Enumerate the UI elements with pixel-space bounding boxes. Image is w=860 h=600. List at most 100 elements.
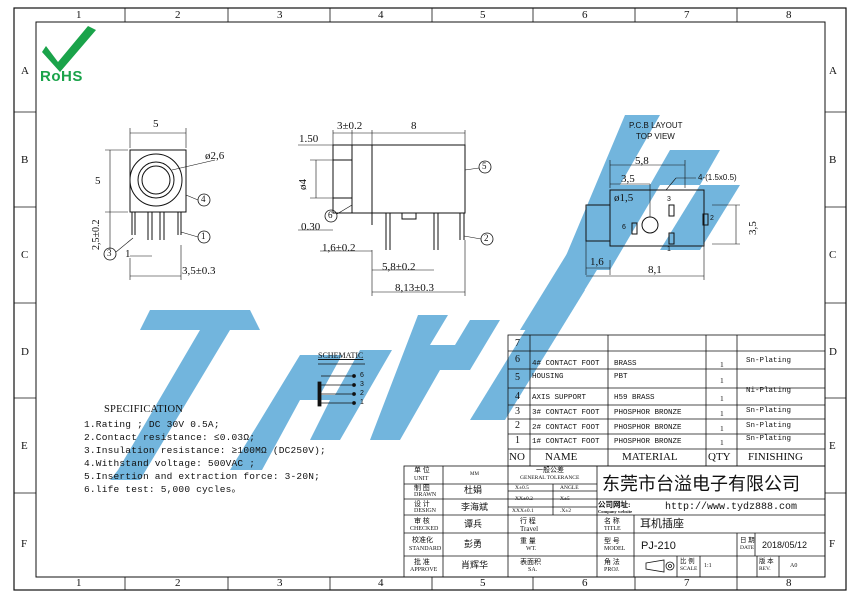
dim-1-6: 1,6±0.2 xyxy=(322,242,356,254)
tb-design-val: 李海斌 xyxy=(461,502,489,512)
bom-qty: 1 xyxy=(720,424,724,433)
tb-proj-cn: 角 法 xyxy=(604,558,620,566)
tb-tolerance-en: GENERAL TOLERANCE xyxy=(520,475,580,481)
outer-frame xyxy=(13,7,847,591)
zone-row-b: B xyxy=(21,154,29,166)
bom-name: 2# CONTACT FOOT xyxy=(532,424,600,432)
bom-qty: 1 xyxy=(720,376,724,385)
pcb-layout-title: P.C.B LAYOUT xyxy=(629,121,683,130)
dim-5-8: 5,8±0.2 xyxy=(382,261,416,273)
company-website: http://www.tydz888.com xyxy=(665,502,798,513)
pcb-dim-3-5: 3,5 xyxy=(621,173,635,185)
rohs-logo-text: RoHS xyxy=(40,68,83,85)
tb-tol-x: X±0.5 xyxy=(515,485,529,491)
zone-row-e: E xyxy=(21,440,28,452)
tb-tol-xx: XX±0.2 xyxy=(515,496,533,502)
tb-model-en: MODEL xyxy=(604,546,626,552)
bom-name: 4# CONTACT FOOT xyxy=(532,360,600,368)
bom-no: 1 xyxy=(515,435,520,446)
zone-row-b-right: B xyxy=(829,154,837,166)
dim-8-13: 8,13±0.3 xyxy=(395,282,435,294)
tb-date-val: 2018/05/12 xyxy=(762,540,808,550)
front-view xyxy=(103,128,216,280)
pcb-pin-1: 1 xyxy=(667,246,671,253)
schematic-pin-3: 3 xyxy=(360,381,364,388)
bom-name: 3# CONTACT FOOT xyxy=(532,409,600,417)
tb-checked-val: 谭兵 xyxy=(464,519,483,529)
zone-col-3-bottom: 3 xyxy=(277,577,283,589)
tb-standard-val: 彭勇 xyxy=(464,539,483,549)
tb-scale-val: 1:1 xyxy=(704,563,712,569)
spec-item: 3.Insulation resistance: ≥100MΩ (DC250V)… xyxy=(84,445,326,456)
bom-qty: 1 xyxy=(720,394,724,403)
dim-3: 3±0.2 xyxy=(337,120,363,132)
dim-dia-4: ø4 xyxy=(297,179,309,190)
pcb-layout-subtitle: TOP VIEW xyxy=(636,132,675,141)
zone-col-6-bottom: 6 xyxy=(582,577,588,589)
bom-qty: 1 xyxy=(720,438,724,447)
bom-material: BRASS xyxy=(614,360,637,368)
pcb-pin-3: 3 xyxy=(667,196,671,203)
zone-col-4-bottom: 4 xyxy=(378,577,384,589)
bom-material: H59 BRASS xyxy=(614,394,655,402)
tb-model-val: PJ-210 xyxy=(641,540,676,552)
pcb-dim-3-5-vertical: 3,5 xyxy=(747,221,759,235)
zone-row-e-right: E xyxy=(829,440,836,452)
bom-no: 4 xyxy=(515,391,520,402)
tb-travel-cn: 行 程 xyxy=(520,517,536,525)
tb-drawn-en: DRAWN xyxy=(414,492,437,498)
projection-symbol xyxy=(645,559,675,573)
bom-header-name: NAME xyxy=(545,451,578,463)
tb-finish-cn: 表面积 xyxy=(520,558,541,566)
dim-8: 8 xyxy=(411,120,417,132)
tb-tol-xxx: XXX±0.1 xyxy=(512,508,534,514)
spec-item: 6.life test: 5,000 cycles。 xyxy=(84,484,242,495)
bom-no: 7 xyxy=(515,338,520,349)
zone-col-8-bottom: 8 xyxy=(786,577,792,589)
tb-rev-en: REV. xyxy=(759,566,771,572)
schematic-pin-1: 1 xyxy=(360,399,364,406)
bom-material: PHOSPHOR BRONZE xyxy=(614,409,682,417)
bom-header-material: MATERIAL xyxy=(622,451,678,463)
bom-finishing: Sn-Plating xyxy=(746,435,792,443)
tb-standard-en: STANDARD xyxy=(409,546,442,552)
bom-no: 5 xyxy=(515,372,520,383)
zone-col-1: 1 xyxy=(76,9,82,21)
tb-checked-en: CHECKED xyxy=(410,526,439,532)
dim-width-5: 5 xyxy=(153,118,159,130)
tb-approve-cn: 批 准 xyxy=(414,558,430,566)
zone-col-1-bottom: 1 xyxy=(76,577,82,589)
pcb-dim-dia-1-5: ø1,5 xyxy=(614,192,634,204)
tb-title-en: TITLE xyxy=(604,526,621,532)
tb-checked-cn: 审 核 xyxy=(414,517,430,525)
tb-model-cn: 型 号 xyxy=(604,537,620,545)
tb-travel-en: Travel xyxy=(520,525,539,533)
bom-finishing: Sn-Plating xyxy=(746,407,792,415)
pcb-holes: 4-(1.5x0.5) xyxy=(698,173,737,182)
dim-diameter: ø2,6 xyxy=(205,150,225,162)
bom-header-finishing: FINISHING xyxy=(748,451,803,463)
zone-col-2-bottom: 2 xyxy=(175,577,181,589)
bom-name: HOUSING xyxy=(532,373,564,381)
tb-scale-en: SCALE xyxy=(680,566,698,572)
zone-row-c: C xyxy=(21,249,29,261)
tb-standard-cn: 校准化 xyxy=(412,536,433,544)
spec-item: 2.Contact resistance: ≤0.03Ω; xyxy=(84,432,256,443)
tb-title-cn: 名 称 xyxy=(604,517,620,525)
tb-unit-cn: 单 位 xyxy=(414,466,430,474)
spec-title: SPECIFICATION xyxy=(104,404,184,415)
bom-material: PBT xyxy=(614,373,628,381)
tb-weight-en: WT. xyxy=(526,546,537,552)
spec-item: 1.Rating ; DC 30V 0.5A; xyxy=(84,419,220,430)
zone-ticks xyxy=(14,8,846,590)
schematic-pin-2: 2 xyxy=(360,390,364,397)
tb-drawn-cn: 制 图 xyxy=(414,484,430,492)
bom-material: PHOSPHOR BRONZE xyxy=(614,438,682,446)
pcb-pin-6: 6 xyxy=(622,224,626,231)
bom-header-no: NO xyxy=(509,451,525,463)
bom-material: PHOSPHOR BRONZE xyxy=(614,424,682,432)
tb-finish-en: SA. xyxy=(528,567,538,573)
schematic xyxy=(317,363,365,407)
tb-tol-angle-2: .X±2 xyxy=(560,508,572,514)
tb-unit-en: UNIT xyxy=(414,476,429,482)
